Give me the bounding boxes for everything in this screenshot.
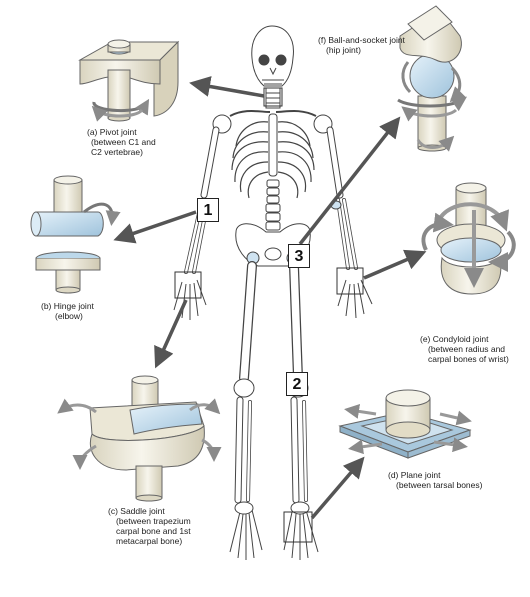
plane-joint-model bbox=[340, 390, 470, 458]
arrow-to-saddle bbox=[158, 300, 186, 362]
condyloid-joint-model bbox=[423, 183, 513, 294]
marker-2: 2 bbox=[286, 372, 308, 396]
label-plane-joint: (d) Plane joint(between tarsal bones) bbox=[388, 470, 482, 490]
arrow-to-pivot bbox=[196, 84, 264, 96]
label-ball-socket-joint: (f) Ball-and-socket joint(hip joint) bbox=[318, 35, 405, 55]
marker-3: 3 bbox=[288, 244, 310, 268]
hinge-joint-model bbox=[31, 176, 112, 293]
arrow-to-plane bbox=[312, 462, 360, 518]
arrow-to-condyloid bbox=[364, 254, 420, 278]
label-hinge-joint: (b) Hinge joint(elbow) bbox=[41, 301, 94, 321]
marker-1: 1 bbox=[197, 198, 219, 222]
arrow-to-hinge bbox=[120, 212, 196, 238]
ball-socket-joint-model bbox=[398, 6, 462, 151]
skull bbox=[252, 26, 294, 86]
pivot-joint-model bbox=[80, 40, 178, 121]
saddle-joint-model bbox=[62, 376, 216, 501]
